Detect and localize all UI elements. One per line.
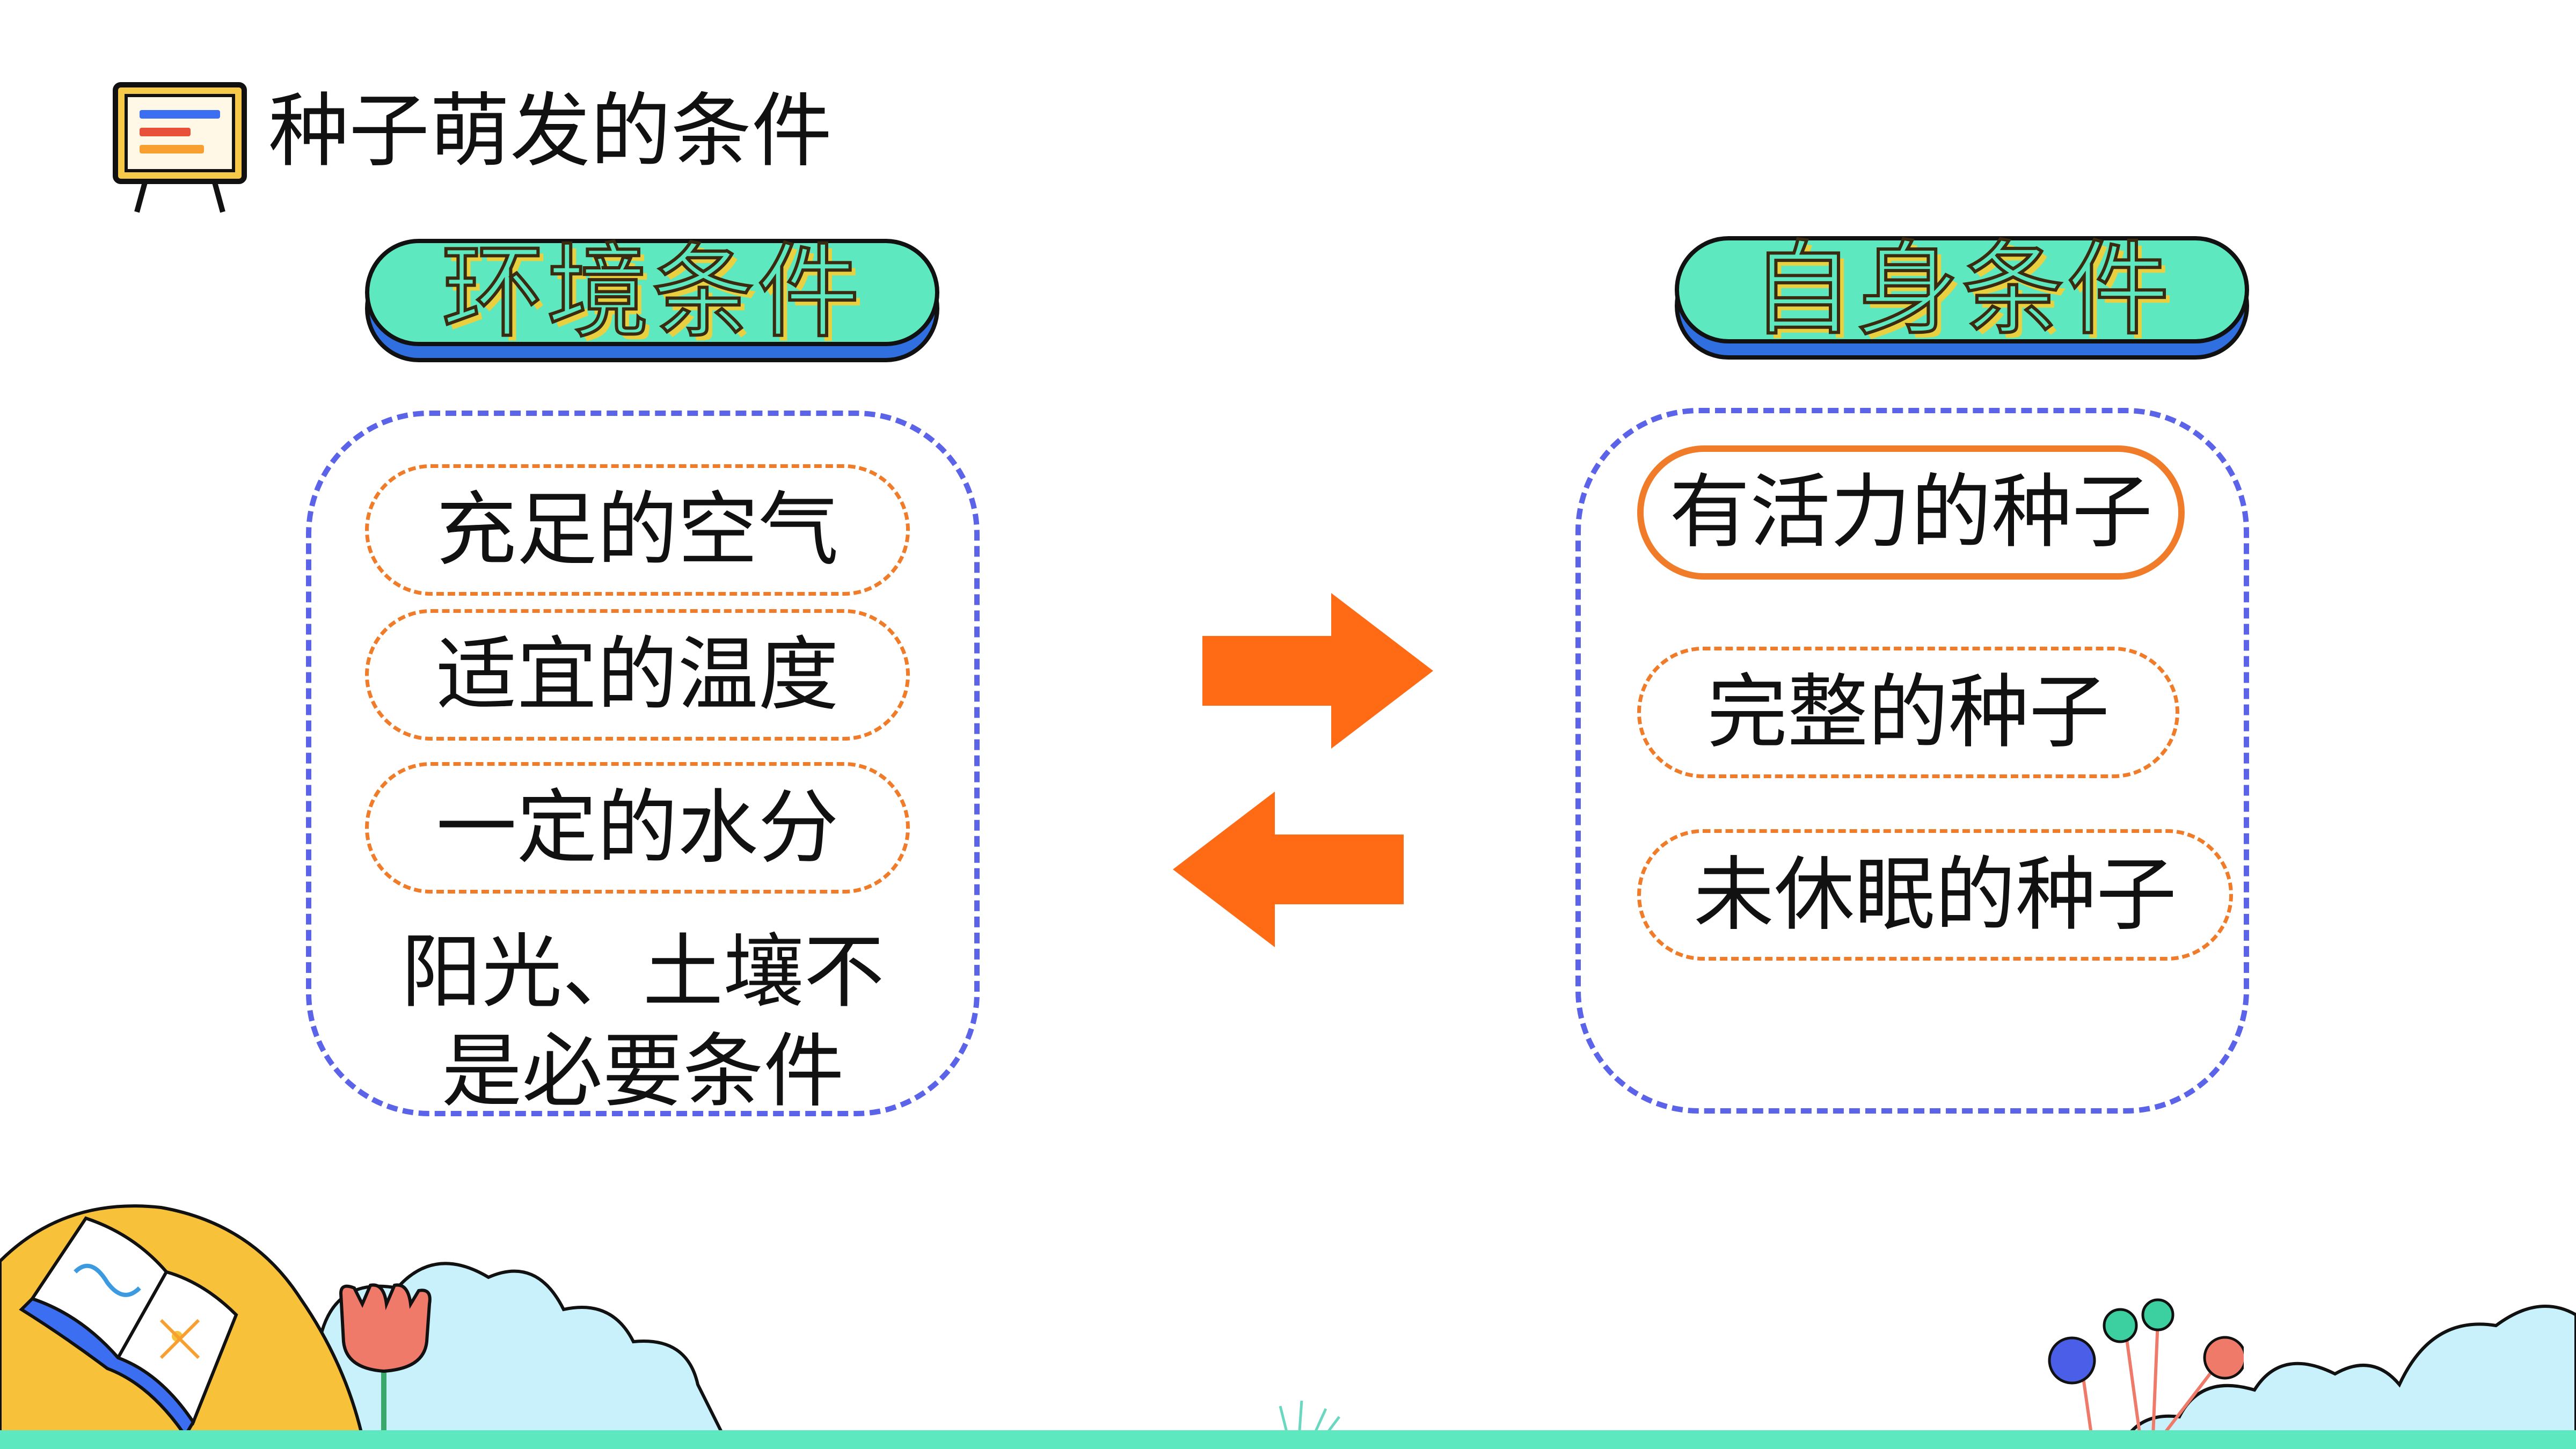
list-item-highlighted: 有活力的种子 [1637, 445, 2185, 580]
grass-icon [1279, 1401, 1340, 1438]
list-item: 适宜的温度 [365, 609, 910, 741]
self-heading-text: 自身条件 [1750, 230, 2172, 349]
presentation-board-icon [113, 82, 247, 213]
balloon-tree-icon [2048, 1298, 2244, 1449]
self-panel [1575, 408, 2249, 1114]
list-item: 未休眠的种子 [1637, 829, 2233, 961]
environment-heading-text: 环境条件 [440, 233, 863, 352]
tulip-icon [339, 1283, 432, 1449]
open-book-icon [0, 1204, 367, 1449]
ground-strip [0, 1430, 2576, 1449]
environment-heading: 环境条件 [365, 239, 939, 362]
note-line: 阳光、土壤不 [401, 926, 885, 1019]
arrow-left-icon [1173, 792, 1404, 947]
page-title: 种子萌发的条件 [268, 85, 833, 178]
environment-note: 阳光、土壤不 是必要条件 [322, 923, 964, 1121]
self-heading: 自身条件 [1675, 236, 2249, 360]
environment-panel [306, 411, 980, 1116]
list-item: 充足的空气 [365, 464, 910, 596]
list-item: 完整的种子 [1637, 647, 2179, 778]
arrow-right-icon [1202, 593, 1433, 749]
list-item: 一定的水分 [365, 762, 910, 894]
note-line: 是必要条件 [441, 1024, 844, 1118]
